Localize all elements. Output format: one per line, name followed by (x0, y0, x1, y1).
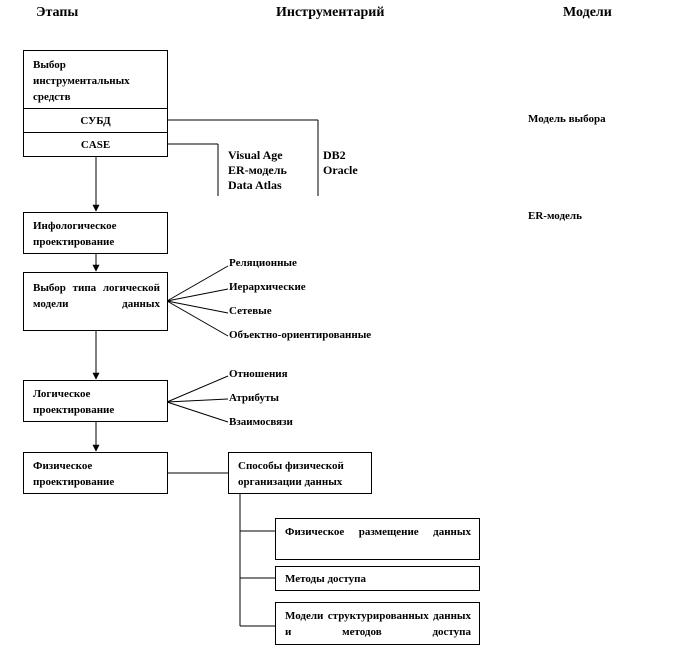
structured-models-box: Модели структурированных данных и методо… (275, 602, 480, 645)
infological-box: Инфологическое проектирование (23, 212, 168, 254)
model-type-box: Выбор типа логической модели данных (23, 272, 168, 331)
physical-placement-label: Физическое размещение данных (285, 526, 471, 538)
fan-attributes (166, 398, 229, 403)
infological-label: Инфологическое проектирование (33, 220, 117, 248)
fan-oo (166, 300, 229, 337)
dbms-label: СУБД (80, 115, 111, 127)
header-models: Модели (563, 5, 612, 20)
fan-relational (166, 265, 229, 302)
logical-relations: Отношения (229, 368, 288, 380)
tool-choice-box: Выбор инструментальных средств СУБД CASE (23, 50, 168, 157)
model-type-relational: Реляционные (229, 257, 297, 269)
model-type-label: Выбор типа логической модели данных (33, 282, 160, 310)
logical-attributes: Атрибуты (229, 392, 279, 404)
physical-box: Физическое проектирование (23, 452, 168, 494)
header-stages: Этапы (36, 5, 79, 20)
fan-network (166, 300, 229, 314)
logical-label: Логическое проектирование (33, 388, 115, 416)
access-methods-box: Методы доступа (275, 566, 480, 591)
dbms-tool-2: Oracle (323, 163, 358, 177)
model-type-network: Сетевые (229, 305, 272, 317)
access-methods-label: Методы доступа (285, 573, 367, 585)
logical-links: Взаимосвязи (229, 416, 293, 428)
logical-box: Логическое проектирование (23, 380, 168, 422)
physical-methods-label: Способы физической организации данных (238, 460, 344, 488)
physical-label: Физическое проектирование (33, 460, 115, 488)
dbms-tool-1: DB2 (323, 148, 346, 162)
divider (24, 108, 167, 109)
case-tool-2: ER-модель (228, 163, 287, 177)
fan-links (166, 401, 229, 423)
fan-relations (166, 375, 229, 403)
divider (24, 132, 167, 133)
physical-placement-box: Физическое размещение данных (275, 518, 480, 560)
header-tools: Инструментарий (276, 5, 385, 20)
model-type-oo: Объектно-ориентированные (229, 329, 372, 341)
model-type-hierarchical: Иерархические (229, 281, 306, 293)
case-tool-3: Data Atlas (228, 178, 282, 192)
model-choice-label: Модель выбора (528, 113, 606, 125)
tool-choice-label: Выбор инструментальных средств (33, 59, 130, 103)
case-tool-1: Visual Age (228, 148, 283, 162)
case-label: CASE (80, 139, 111, 151)
fan-hierarchical (166, 288, 229, 302)
er-model-label: ER-модель (528, 210, 582, 222)
structured-models-label: Модели структурированных данных и методо… (285, 610, 471, 638)
physical-methods-box: Способы физической организации данных (228, 452, 372, 494)
